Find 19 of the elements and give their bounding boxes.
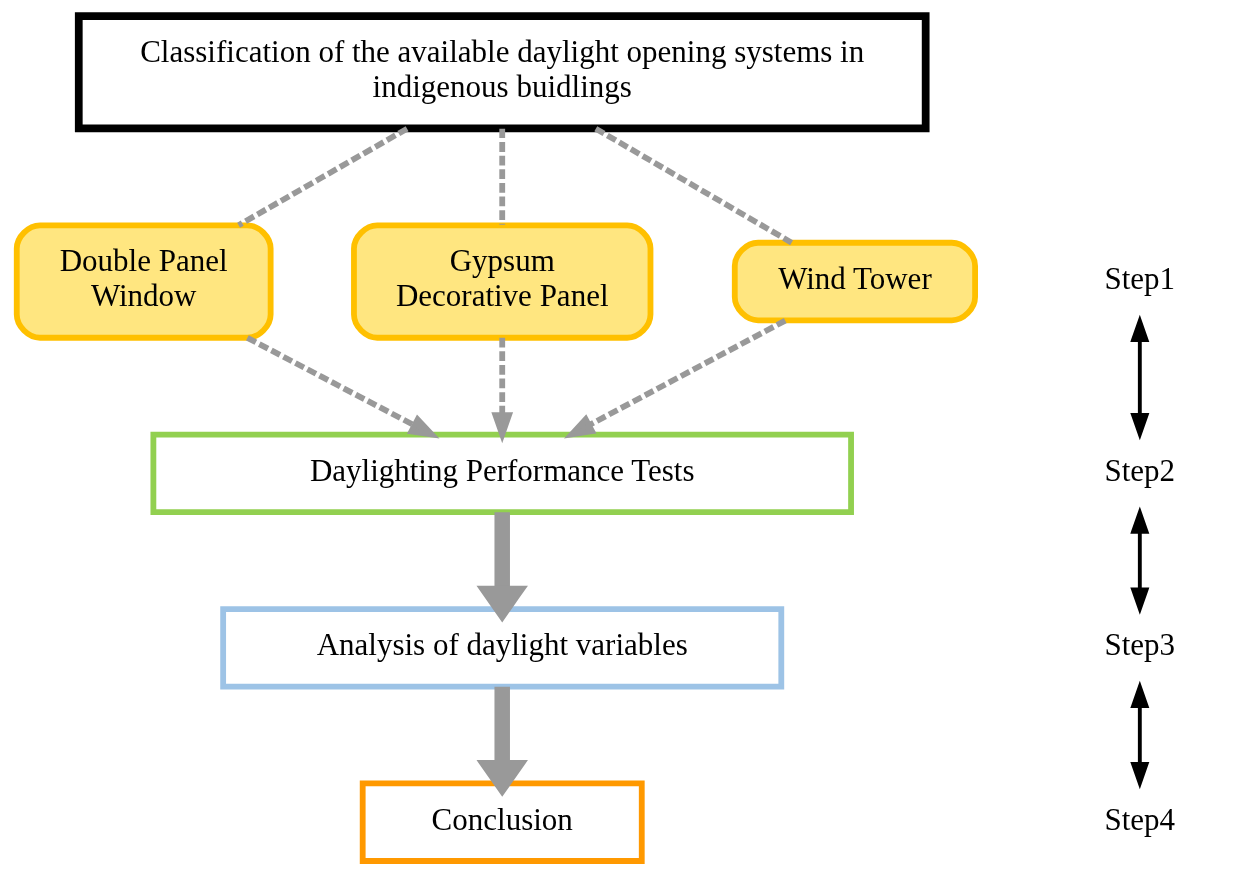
arrow [476, 686, 528, 797]
connector [498, 128, 505, 225]
connector [236, 126, 409, 228]
node-box: Analysis of daylight variables [219, 606, 784, 690]
arrow [476, 512, 528, 623]
node-box: Conclusion [359, 780, 645, 864]
arrow [245, 335, 439, 439]
arrow [490, 337, 513, 444]
node-box: Daylighting Performance Tests [149, 431, 854, 516]
label: Step1 [1104, 260, 1175, 296]
label: Step2 [1104, 452, 1175, 488]
connector [593, 126, 793, 246]
node-box: Gypsum Decorative Panel [350, 222, 653, 341]
arrow [563, 318, 787, 439]
node-box: Classification of the available daylight opening systems in indigenous buidlings [74, 12, 930, 133]
node-box: Wind Tower [731, 239, 978, 324]
label: Step4 [1104, 801, 1175, 837]
label: Step3 [1104, 627, 1175, 663]
node-box: Double Panel Window [13, 222, 274, 341]
